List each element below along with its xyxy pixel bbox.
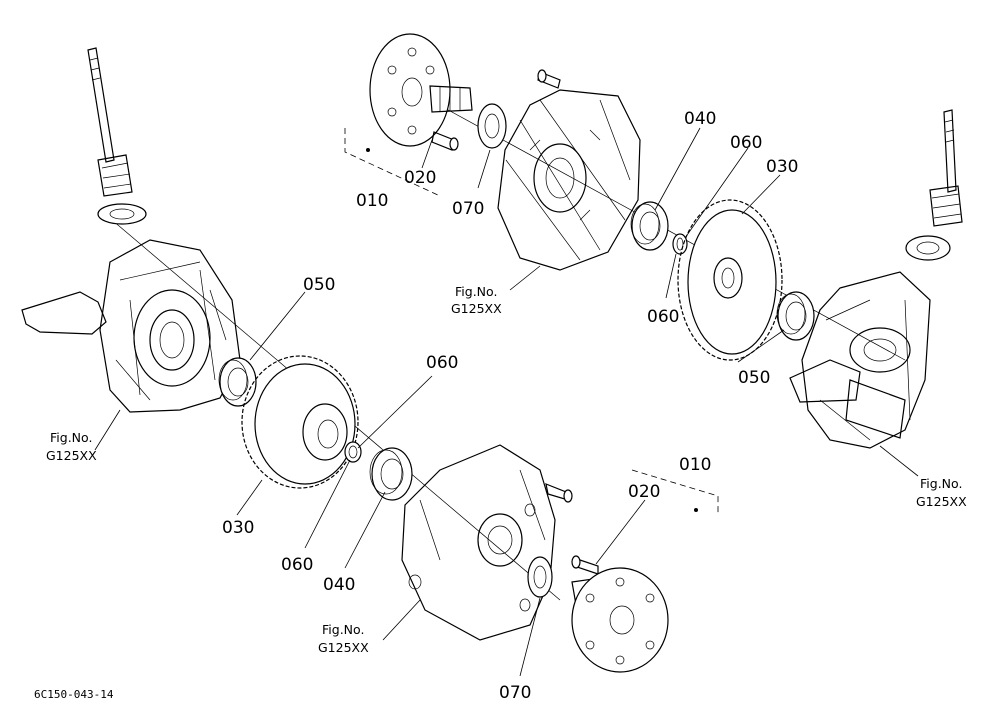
bearing-040-left <box>369 447 413 501</box>
fig-ref-right: Fig.No. G125XX <box>916 476 967 509</box>
label-050-left: 050 <box>303 275 335 295</box>
seal-070-top <box>477 103 507 149</box>
fig-ref-bottom: Fig.No. G125XX <box>318 622 369 655</box>
label-060-left: 060 <box>281 555 313 575</box>
bolt-020-top <box>431 131 459 151</box>
label-030-right: 030 <box>766 157 798 177</box>
fig-ref-left-line1: Fig.No. <box>50 430 92 445</box>
label-040-top: 040 <box>684 109 716 129</box>
flange-010-left <box>571 567 669 673</box>
label-060-left-top: 060 <box>426 353 458 373</box>
top-cover-bolt <box>537 69 561 89</box>
left-cover-bolt <box>545 483 573 503</box>
label-070-top: 070 <box>452 199 484 219</box>
label-050-right: 050 <box>738 368 770 388</box>
label-060-top: 060 <box>730 133 762 153</box>
label-020-top: 020 <box>404 168 436 188</box>
fig-ref-bottom-line2: G125XX <box>318 640 369 655</box>
shim-060-left <box>344 441 362 463</box>
fig-ref-top-line2: G125XX <box>451 301 502 316</box>
label-060-right: 060 <box>647 307 679 327</box>
fig-ref-left: Fig.No. G125XX <box>46 430 97 463</box>
left-cover <box>401 444 556 641</box>
ring-gear-030-left <box>241 355 359 489</box>
bearing-040-top <box>630 201 669 251</box>
shim-060-top <box>672 233 688 255</box>
left-housing <box>21 239 241 413</box>
fig-ref-right-line1: Fig.No. <box>920 476 962 491</box>
group-bracket-bottom <box>631 469 719 516</box>
ring-gear-030-right <box>677 199 783 361</box>
label-070-left: 070 <box>499 683 531 703</box>
right-pinion-bearing <box>905 235 951 261</box>
seal-070-left <box>527 556 553 598</box>
left-pinion-bearing <box>97 203 147 225</box>
bearing-050-left <box>218 357 257 407</box>
label-010-top: 010 <box>356 191 388 211</box>
flange-010-top <box>369 33 473 147</box>
fig-ref-bottom-line1: Fig.No. <box>322 622 364 637</box>
label-020-left: 020 <box>628 482 660 502</box>
right-pinion-shaft <box>929 109 963 227</box>
bearing-050-right <box>776 291 815 341</box>
fig-ref-right-line2: G125XX <box>916 494 967 509</box>
label-010-left: 010 <box>679 455 711 475</box>
bolt-020-left <box>571 555 599 575</box>
left-pinion-shaft <box>87 47 133 197</box>
fig-ref-top: Fig.No. G125XX <box>451 284 502 316</box>
fig-ref-left-line2: G125XX <box>46 448 97 463</box>
leader-lines <box>94 127 919 677</box>
right-housing <box>789 271 931 449</box>
label-030-left: 030 <box>222 518 254 538</box>
label-040-left: 040 <box>323 575 355 595</box>
fig-ref-top-line1: Fig.No. <box>455 284 497 299</box>
group-bracket-top <box>344 128 441 197</box>
top-cover <box>497 89 641 271</box>
diagram-code: 6C150-043-14 <box>34 688 114 701</box>
